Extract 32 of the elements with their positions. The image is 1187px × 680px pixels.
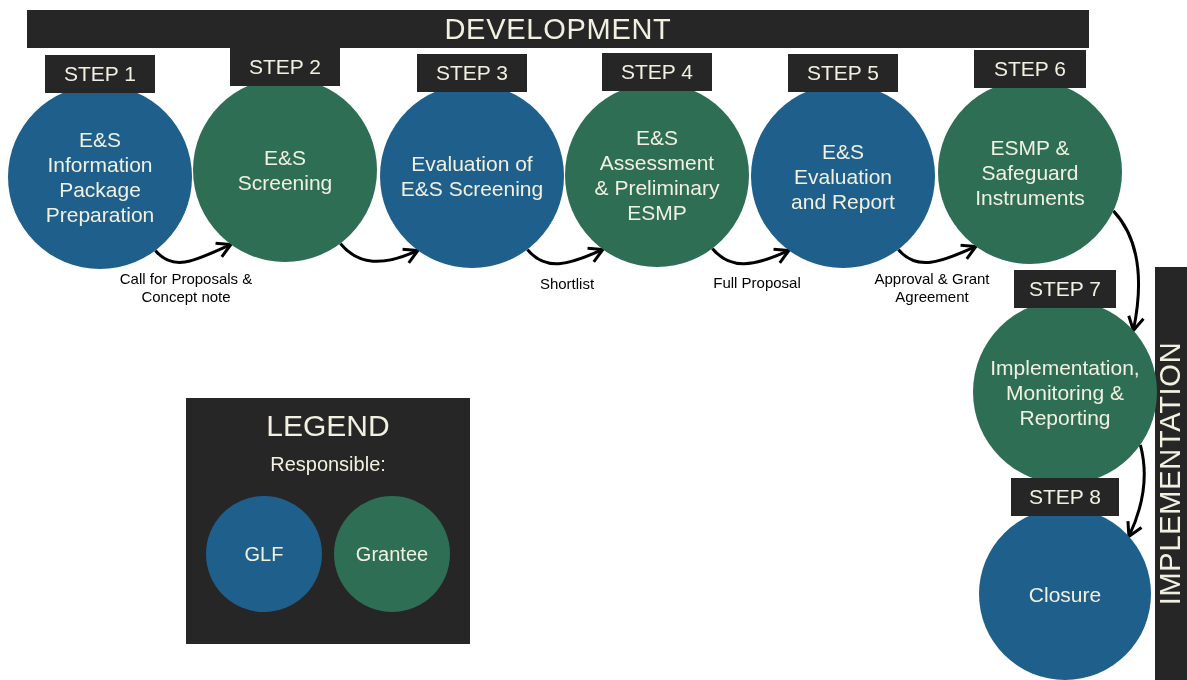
step-description: E&S Information Package Preparation [44, 127, 156, 227]
step-description: ESMP & Safeguard Instruments [974, 134, 1086, 210]
legend-text: Grantee [355, 542, 429, 567]
legend-subtitle: Responsible: [270, 452, 386, 476]
curved-arrow [154, 241, 233, 264]
step-label: STEP 8 [1011, 478, 1119, 516]
step-label: STEP 4 [602, 53, 712, 91]
section-title: IMPLEMENTATION [1156, 341, 1186, 606]
curved-arrow [339, 242, 420, 265]
step-description: Implementation, Monitoring & Reporting [989, 354, 1141, 430]
edge-label: Call for Proposals & Concept note [118, 270, 254, 306]
step-description: E&S Assessment & Preliminary ESMP [593, 125, 721, 225]
step-description: Evaluation of E&S Screening [399, 151, 545, 201]
curved-arrow [1112, 209, 1145, 332]
step-label: STEP 2 [230, 48, 340, 86]
step-label: STEP 3 [417, 54, 527, 92]
legend-text: GLF [244, 542, 284, 567]
step-description: E&S Evaluation and Report [790, 138, 896, 214]
step-label: STEP 6 [974, 50, 1086, 88]
step-label: STEP 5 [788, 54, 898, 92]
curved-arrow [897, 243, 978, 264]
section-banner [1155, 267, 1187, 680]
curved-arrow [711, 247, 791, 266]
step-label: STEP 7 [1014, 270, 1116, 308]
curved-arrow [526, 246, 605, 266]
legend-title: LEGEND [266, 408, 390, 444]
step-description: E&S Screening [236, 145, 334, 195]
step-label: STEP 1 [45, 55, 155, 93]
section-banner [27, 10, 1089, 48]
step-description: Closure [1027, 581, 1103, 607]
curved-arrow [1126, 444, 1146, 538]
section-title: DEVELOPMENT [444, 14, 672, 44]
